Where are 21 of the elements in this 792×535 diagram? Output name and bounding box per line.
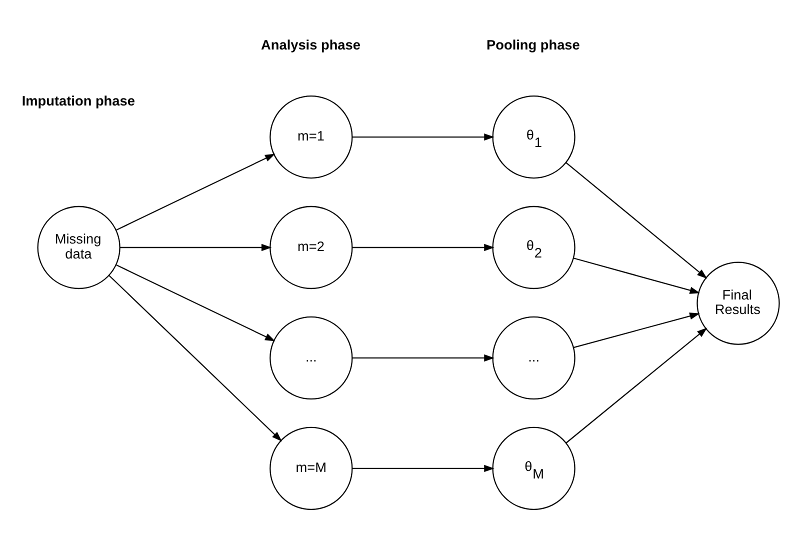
arrow (574, 312, 700, 348)
label: Imputation phase (22, 92, 135, 108)
arrow (352, 464, 494, 472)
node-circle: m=2 (270, 205, 353, 289)
arrow (352, 132, 494, 140)
arrow (573, 257, 700, 294)
arrow (566, 327, 708, 443)
arrow (352, 354, 494, 362)
arrow (108, 274, 282, 442)
node-circle: m=1 (270, 94, 353, 178)
node-circle: Missing data (37, 205, 120, 289)
node-circle: m=M (270, 426, 353, 510)
arrow (352, 243, 494, 251)
arrow (116, 264, 276, 341)
arrow (566, 162, 708, 278)
arrow (120, 243, 272, 251)
node-circle: ... (270, 316, 353, 400)
node-circle: ... (492, 316, 576, 400)
label: Pooling phase (486, 36, 580, 52)
arrow (116, 153, 276, 230)
label: Analysis phase (261, 36, 360, 52)
